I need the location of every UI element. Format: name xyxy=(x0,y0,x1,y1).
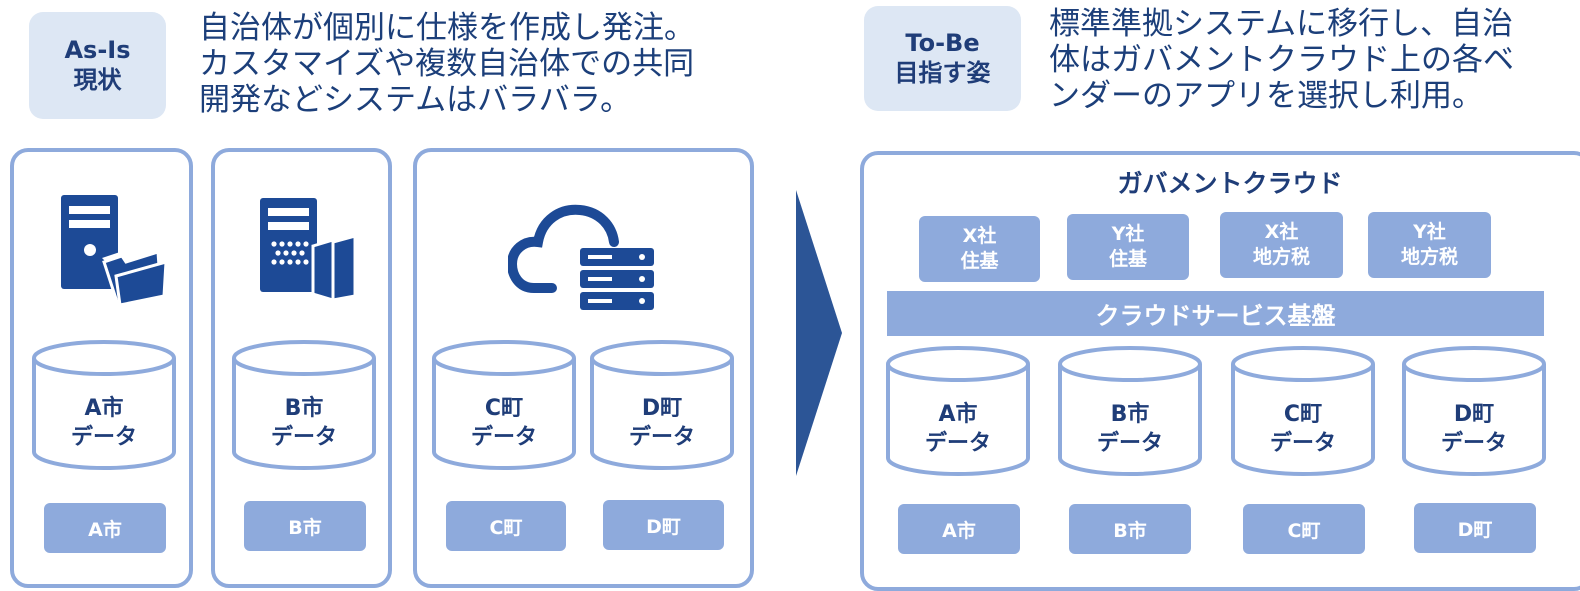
cylinder-label-line2: データ xyxy=(1269,431,1336,456)
transition-arrow-icon xyxy=(796,190,842,476)
to-be-chip-c: C町 xyxy=(1243,504,1365,554)
as-is-cylinder-c: C町 データ xyxy=(430,340,578,472)
as-is-chip-a: A市 xyxy=(44,503,166,553)
as-is-cylinder-b: B市 データ xyxy=(230,340,378,472)
to-be-description-line: 体はガバメントクラウド上の各ベ xyxy=(1049,42,1514,78)
cylinder-label-line2: データ xyxy=(70,425,137,450)
server-folder-icon xyxy=(61,195,168,306)
vendor-app-x-resident: X社 住基 xyxy=(919,216,1040,282)
vendor-name: Y社 xyxy=(1111,223,1145,245)
vendor-name: X社 xyxy=(962,225,997,247)
as-is-chip-d: D町 xyxy=(603,500,724,550)
to-be-cylinder-b: B市 データ xyxy=(1056,346,1204,478)
cylinder-label-line1: C町 xyxy=(484,396,524,421)
to-be-badge-en: To-Be xyxy=(905,29,980,58)
vendor-name: Y社 xyxy=(1413,221,1446,243)
cylinder-label-line2: データ xyxy=(924,431,991,456)
vendor-app: 地方税 xyxy=(1400,246,1458,268)
to-be-badge: To-Be 目指す姿 xyxy=(864,6,1021,111)
as-is-cylinder-d: D町 データ xyxy=(588,340,736,472)
vendor-app-y-resident: Y社 住基 xyxy=(1067,214,1189,280)
as-is-description-line: 開発などシステムはバラバラ。 xyxy=(199,82,632,118)
cylinder-label-line1: A市 xyxy=(84,396,124,421)
as-is-badge-en: As-Is xyxy=(64,36,131,65)
cylinder-label-line1: B市 xyxy=(1110,402,1150,427)
vendor-app: 地方税 xyxy=(1252,246,1310,268)
as-is-cylinder-a: A市 データ xyxy=(30,340,178,472)
database-cylinder-icon xyxy=(32,340,176,470)
database-cylinder-icon xyxy=(432,340,576,470)
as-is-chip-c: C町 xyxy=(446,501,566,551)
to-be-chip-a: A市 xyxy=(898,504,1020,554)
to-be-description: 標準準拠システムに移行し、自治 体はガバメントクラウド上の各ベ ンダーのアプリを… xyxy=(1049,6,1514,114)
vendor-app-y-local-tax: Y社 地方税 xyxy=(1368,212,1491,278)
cloud-title: ガバメントクラウド xyxy=(1117,169,1343,198)
to-be-badge-jp: 目指す姿 xyxy=(894,58,991,87)
as-is-description: 自治体が個別に仕様を作成し発注。 カスタマイズや複数自治体での共同 開発などシス… xyxy=(199,10,695,118)
database-cylinder-icon xyxy=(590,340,734,470)
cylinder-label-line2: データ xyxy=(628,425,695,450)
cloud-server-icon xyxy=(508,204,654,310)
database-cylinder-icon xyxy=(886,346,1030,476)
as-is-badge: As-Is 現状 xyxy=(29,12,166,119)
to-be-cylinder-a: A市 データ xyxy=(884,346,1032,478)
to-be-chip-b: B市 xyxy=(1069,504,1191,554)
cloud-service-platform-band: クラウドサービス基盤 xyxy=(887,291,1544,336)
to-be-description-line: ンダーのアプリを選択し利用。 xyxy=(1049,78,1483,114)
as-is-badge-jp: 現状 xyxy=(73,65,122,94)
to-be-chip-d: D町 xyxy=(1414,503,1536,553)
database-cylinder-icon xyxy=(1402,346,1546,476)
as-is-description-line: 自治体が個別に仕様を作成し発注。 xyxy=(199,10,695,46)
database-cylinder-icon xyxy=(1058,346,1202,476)
as-is-chip-b: B市 xyxy=(244,501,366,551)
vendor-app: 住基 xyxy=(1108,248,1147,270)
vendor-name: X社 xyxy=(1264,221,1299,243)
cylinder-label-line2: データ xyxy=(270,425,337,450)
cylinder-label-line1: D町 xyxy=(1453,402,1495,427)
database-cylinder-icon xyxy=(1231,346,1375,476)
vendor-app-x-local-tax: X社 地方税 xyxy=(1220,212,1343,278)
cylinder-label-line2: データ xyxy=(470,425,537,450)
to-be-cylinder-d: D町 データ xyxy=(1400,346,1548,478)
cylinder-label-line1: B市 xyxy=(284,396,324,421)
database-cylinder-icon xyxy=(232,340,376,470)
cylinder-label-line1: D町 xyxy=(641,396,683,421)
to-be-cylinder-c: C町 データ xyxy=(1229,346,1377,478)
cylinder-label-line1: C町 xyxy=(1283,402,1323,427)
cylinder-label-line1: A市 xyxy=(938,402,978,427)
to-be-description-line: 標準準拠システムに移行し、自治 xyxy=(1049,6,1514,42)
vendor-app: 住基 xyxy=(960,250,999,272)
cylinder-label-line2: データ xyxy=(1096,431,1163,456)
server-door-icon xyxy=(260,198,357,302)
as-is-description-line: カスタマイズや複数自治体での共同 xyxy=(199,46,695,82)
cylinder-label-line2: データ xyxy=(1440,431,1507,456)
